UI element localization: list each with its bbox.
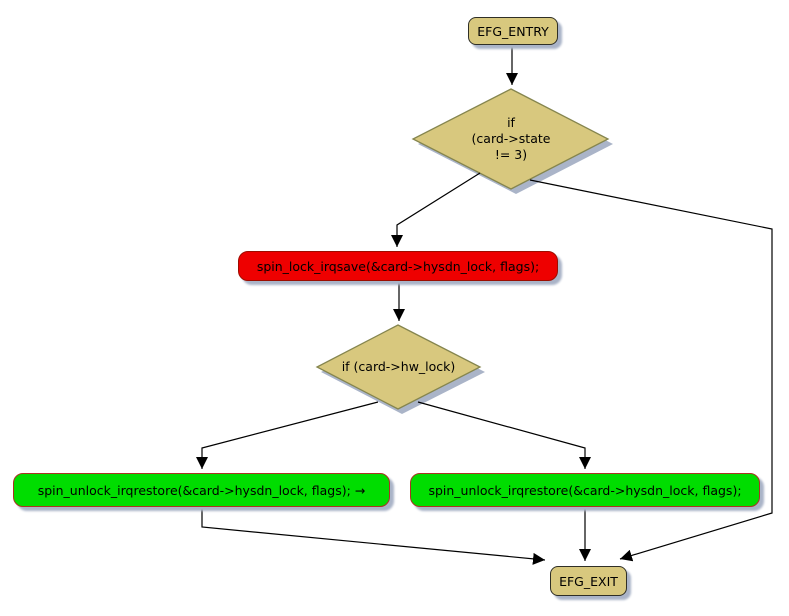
node-spin-lock-irqsave: spin_lock_irqsave(&card->hysdn_lock, fla…: [238, 251, 558, 281]
cond-hwlock-diamond: [315, 324, 482, 410]
node-spin-unlock-irqrestore-right: spin_unlock_irqrestore(&card->hysdn_lock…: [410, 473, 760, 507]
edge-cond-hwlock-to-unlock-left: [196, 401, 379, 469]
node-efg-exit: EFG_EXIT: [550, 566, 627, 596]
node-efg-entry: EFG_ENTRY: [468, 17, 558, 45]
cond-state-diamond: [411, 88, 610, 190]
node-spin-unlock-irqrestore-left: spin_unlock_irqrestore(&card->hysdn_lock…: [13, 473, 390, 507]
edge-unlock-left-to-exit: [201, 507, 546, 565]
edge-cond-hwlock-to-unlock-right: [417, 401, 591, 469]
edge-cond-state-to-lock: [391, 172, 481, 247]
cond-state-label: if (card->state != 3): [471, 115, 551, 162]
edge-cond-state-to-exit: [529, 179, 773, 562]
cond-hwlock-label: if (card->hw_lock): [341, 359, 456, 374]
